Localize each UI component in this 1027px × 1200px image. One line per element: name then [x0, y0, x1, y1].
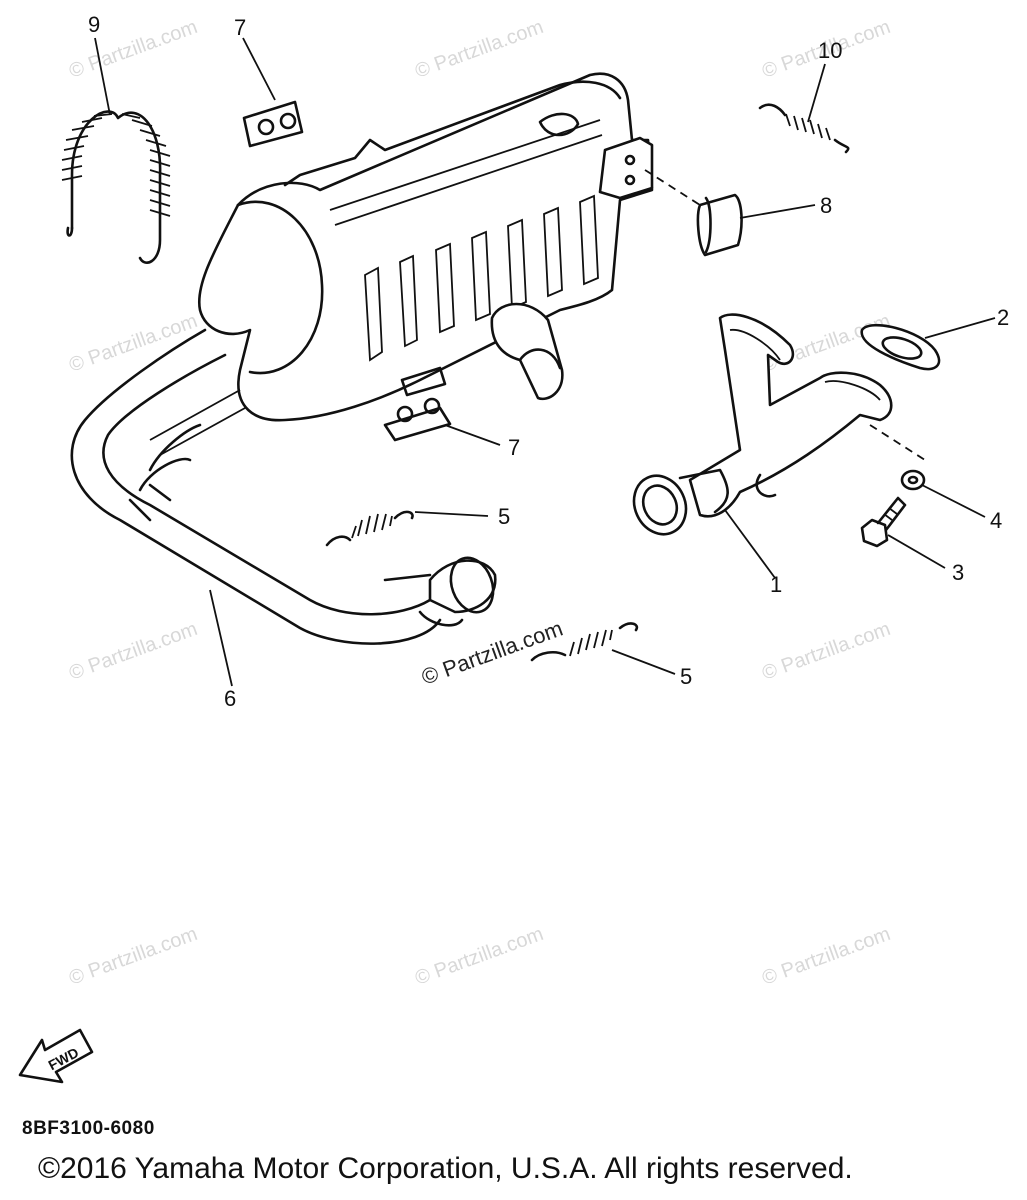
spring-long-part: [61, 110, 171, 264]
muffler-part: [197, 72, 654, 422]
damper-upper-part: [242, 100, 304, 148]
watermark: © Partzilla.com: [759, 923, 893, 990]
damper-lower-part: [383, 397, 452, 442]
spring-small-mid-part: [325, 510, 414, 547]
bolt-part: [860, 496, 907, 548]
watermark: © Partzilla.com: [412, 923, 546, 990]
copyright-notice: ©2016 Yamaha Motor Corporation, U.S.A. A…: [38, 1152, 853, 1185]
gasket-part: [860, 323, 941, 371]
diagram-part-code: 8BF3100-6080: [22, 1118, 155, 1139]
callout-6: 6: [224, 686, 236, 711]
callout-10: 10: [818, 38, 842, 63]
callout-9: 9: [88, 12, 100, 37]
callout-2: 2: [997, 305, 1009, 330]
watermark: © Partzilla.com: [412, 16, 546, 83]
manifold-part: [632, 313, 893, 536]
guide-line: [644, 169, 701, 206]
fwd-arrow-icon: FWD: [18, 1028, 94, 1084]
watermark: © Partzilla.com: [66, 923, 200, 990]
watermark: © Partzilla.com: [66, 618, 200, 685]
callout-5-upper: 5: [498, 504, 510, 529]
watermark: © Partzilla.com: [66, 16, 200, 83]
guide-line: [869, 424, 926, 461]
callout-3: 3: [952, 560, 964, 585]
callout-8: 8: [820, 193, 832, 218]
leader-lines: [94, 37, 996, 687]
callout-labels: 9 7 10 8 2 7 5 4 3 1 5 6: [88, 12, 1009, 711]
callout-7-lower: 7: [508, 435, 520, 460]
spring-small-upper-part: [758, 103, 850, 154]
watermark: © Partzilla.com: [759, 618, 893, 685]
watermark: © Partzilla.com: [66, 310, 200, 377]
rubber-mount-part: [696, 193, 743, 257]
washer-part: [900, 469, 926, 491]
callout-4: 4: [990, 508, 1002, 533]
callout-7-upper: 7: [234, 15, 246, 40]
exhaust-pipe-part: [70, 328, 497, 645]
spring-small-lower-part: [530, 622, 639, 662]
callout-5-lower: 5: [680, 664, 692, 689]
callout-1: 1: [770, 572, 782, 597]
